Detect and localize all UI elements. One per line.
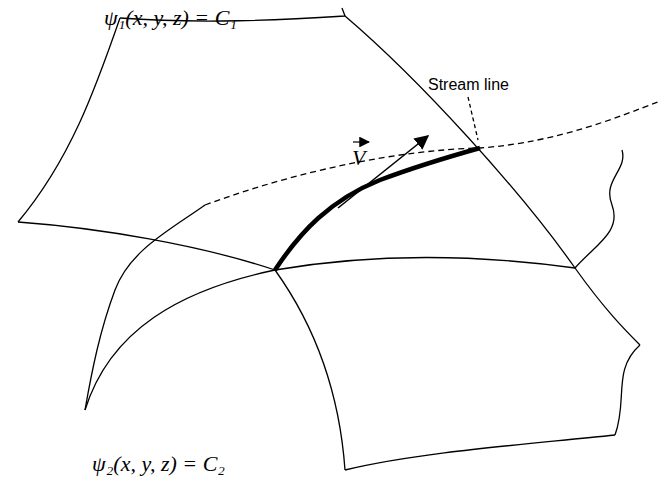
vector-accent — [353, 141, 369, 142]
hidden-edge — [205, 102, 658, 205]
vector-label: V — [352, 146, 365, 170]
surface-edge — [275, 270, 345, 470]
leader-line — [468, 97, 478, 140]
surface-edge — [615, 345, 640, 435]
surface-edge — [18, 18, 120, 222]
surface-edge — [575, 150, 623, 268]
equation-label: ψ₁(x, y, z) = C₁ — [104, 6, 237, 30]
surface-edge — [18, 222, 275, 270]
surface-edge — [85, 205, 205, 410]
equation-label: ψ₂(x, y, z) = C₂ — [92, 452, 225, 476]
callout-label: Stream line — [428, 76, 509, 94]
surface-edge — [345, 435, 615, 470]
surface-edge — [345, 16, 640, 345]
stream-line — [275, 148, 480, 270]
surface-edge — [85, 257, 575, 410]
velocity-arrow — [338, 136, 428, 208]
